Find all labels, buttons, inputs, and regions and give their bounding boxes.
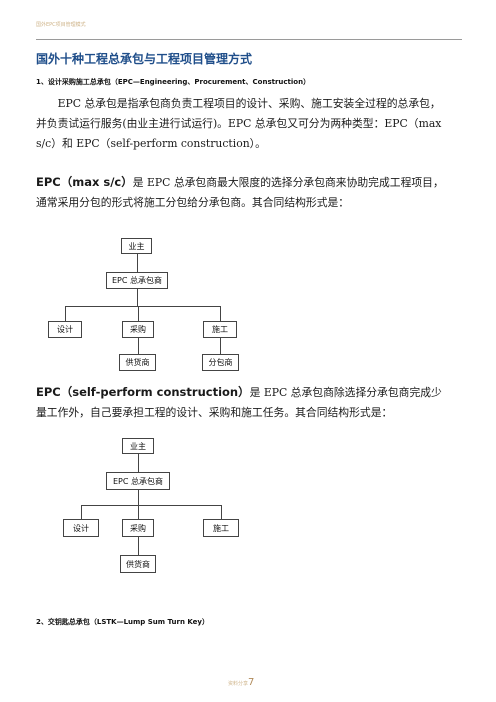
paragraph-3-term: EPC（self-perform construction） <box>36 385 250 399</box>
epc-contractor-box: EPC 总承包商 <box>106 472 170 490</box>
connector <box>138 537 139 555</box>
paragraph-3: EPC（self-perform construction）是 EPC 总承包商… <box>36 382 462 423</box>
connector <box>138 338 139 354</box>
connector <box>65 306 66 321</box>
procurement-box: 采购 <box>122 321 154 338</box>
paragraph-3-text: 是 EPC 总承包商除选择分承包商完成少 <box>249 386 442 399</box>
owner-box: 业主 <box>121 238 152 254</box>
paragraph-1: EPC 总承包是指承包商负责工程项目的设计、采购、施工安装全过程的总承包， 并负… <box>36 94 462 154</box>
page-number: 7 <box>248 677 255 688</box>
connector <box>138 505 139 519</box>
connector <box>220 338 221 354</box>
paragraph-1-line-2: 并负责试运行服务(由业主进行试运行)。EPC 总承包又可分为两种类型：EPC（m… <box>36 117 442 130</box>
paragraph-3-line-2: 量工作外，自己要承担工程的设计、采购和施工任务。其合同结构形式是： <box>36 406 393 419</box>
connector <box>220 306 221 321</box>
construction-box: 施工 <box>203 321 237 338</box>
header-rule <box>36 39 462 40</box>
supplier-box: 供货商 <box>120 555 156 573</box>
connector <box>137 289 138 306</box>
page-footer: 资料分享7 <box>228 677 254 688</box>
paragraph-2-term: EPC（max s/c） <box>36 175 133 189</box>
section-1-heading: 1、设计采购施工总承包（EPC—Engineering、Procurement、… <box>36 78 311 86</box>
owner-box: 业主 <box>122 438 154 454</box>
paragraph-1-line-3: s/c）和 EPC（self-perform construction）。 <box>36 137 266 150</box>
procurement-box: 采购 <box>122 519 154 537</box>
paragraph-1-line-1: EPC 总承包是指承包商负责工程项目的设计、采购、施工安装全过程的总承包， <box>57 97 441 110</box>
page-header: 国外EPC项目管理模式 <box>36 22 86 28</box>
document-title: 国外十种工程总承包与工程项目管理方式 <box>36 52 253 66</box>
construction-box: 施工 <box>203 519 239 537</box>
subcontractor-box: 分包商 <box>202 354 239 371</box>
footer-label: 资料分享 <box>228 681 249 687</box>
section-2-heading: 2、交钥匙总承包（LSTK—Lump Sum Turn Key） <box>36 618 209 626</box>
supplier-box: 供货商 <box>119 354 156 371</box>
connector <box>221 505 222 519</box>
connector <box>81 505 221 506</box>
paragraph-2-line-2: 通常采用分包的形式将施工分包给分承包商。其合同结构形式是： <box>36 196 350 209</box>
connector <box>81 505 82 519</box>
connector <box>137 254 138 272</box>
connector <box>138 454 139 472</box>
design-box: 设计 <box>48 321 82 338</box>
connector <box>138 490 139 505</box>
design-box: 设计 <box>63 519 99 537</box>
paragraph-2-text: 是 EPC 总承包商最大限度的选择分承包商来协助完成工程项目， <box>132 176 444 189</box>
connector <box>138 306 139 321</box>
connector <box>65 306 220 307</box>
epc-contractor-box: EPC 总承包商 <box>106 272 168 289</box>
paragraph-2: EPC（max s/c）是 EPC 总承包商最大限度的选择分承包商来协助完成工程… <box>36 172 462 213</box>
